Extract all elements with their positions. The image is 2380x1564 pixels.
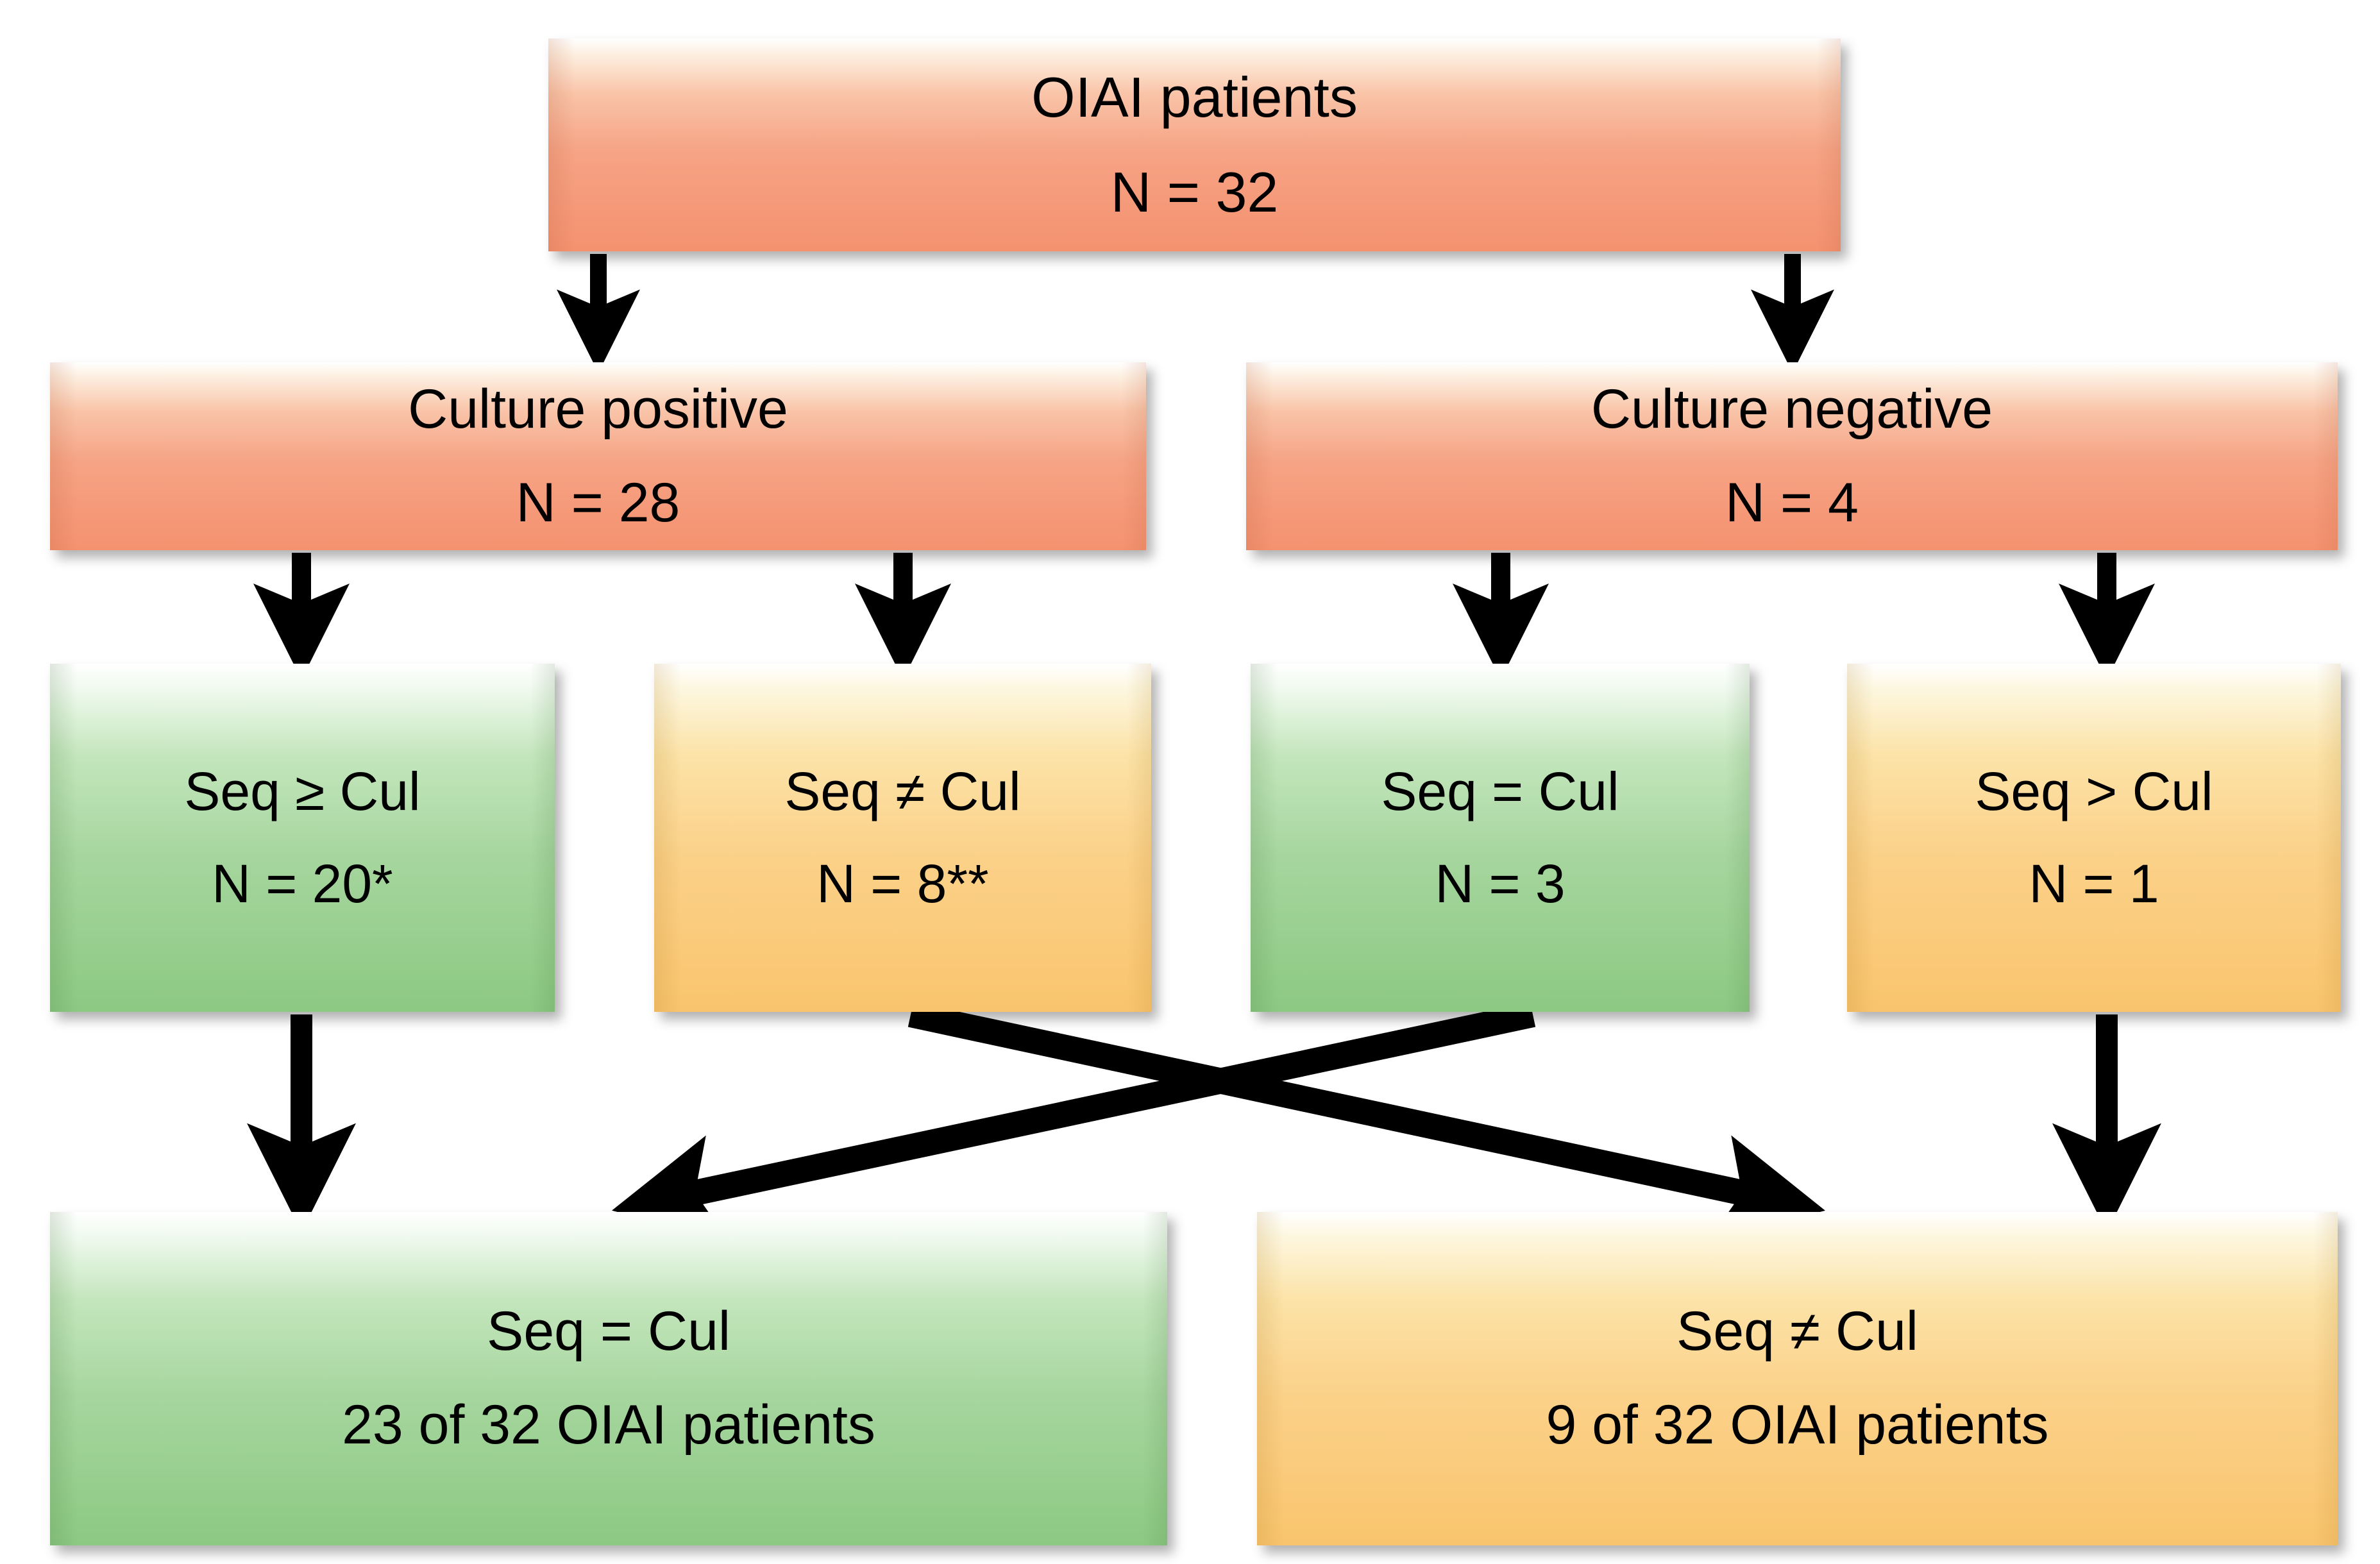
node-label: Culture negative — [1591, 378, 1993, 440]
node-label: Seq ≠ Cul — [1676, 1300, 1919, 1363]
node-count: N = 20* — [212, 853, 393, 914]
node-text: Seq > Cul N = 1 — [1847, 757, 2341, 918]
node-count: N = 4 — [1725, 471, 1859, 534]
node-summary-equal[interactable]: Seq = Cul 23 of 32 OIAI patients — [50, 1212, 1167, 1545]
node-bevel — [654, 664, 1151, 1012]
node-bevel — [50, 362, 1146, 550]
node-count: 9 of 32 OIAI patients — [1546, 1394, 2049, 1456]
node-face — [548, 38, 1841, 251]
node-seq-ne-cul-8[interactable]: Seq ≠ Cul N = 8** — [654, 664, 1151, 1012]
node-text: OIAI patients N = 32 — [548, 61, 1841, 230]
node-bevel — [50, 664, 555, 1012]
node-bevel — [1246, 362, 2338, 550]
node-summary-notequal[interactable]: Seq ≠ Cul 9 of 32 OIAI patients — [1257, 1212, 2338, 1545]
node-face — [1257, 1212, 2338, 1545]
node-bevel — [1847, 664, 2341, 1012]
node-label: Seq ≥ Cul — [184, 761, 421, 822]
node-seq-eq-cul-3[interactable]: Seq = Cul N = 3 — [1251, 664, 1750, 1012]
node-text: Seq = Cul 23 of 32 OIAI patients — [50, 1296, 1167, 1461]
node-face — [50, 1212, 1167, 1545]
edge-seq-eq-cul-to-summary-equal — [611, 1002, 1536, 1241]
node-text: Culture positive N = 28 — [50, 374, 1146, 539]
node-text: Seq ≥ Cul N = 20* — [50, 757, 555, 918]
node-label: Culture positive — [408, 378, 788, 440]
node-label: Seq = Cul — [1381, 761, 1619, 822]
node-root[interactable]: OIAI patients N = 32 — [548, 38, 1841, 251]
node-text: Culture negative N = 4 — [1246, 374, 2338, 539]
node-face — [654, 664, 1151, 1012]
node-face — [1847, 664, 2341, 1012]
node-bevel — [1251, 664, 1750, 1012]
node-culture-positive[interactable]: Culture positive N = 28 — [50, 362, 1146, 550]
node-seq-gt-cul-1[interactable]: Seq > Cul N = 1 — [1847, 664, 2341, 1012]
node-count: N = 1 — [2029, 853, 2159, 914]
node-count: N = 32 — [1110, 160, 1279, 224]
node-text: Seq ≠ Cul N = 8** — [654, 757, 1151, 918]
node-label: OIAI patients — [1031, 65, 1358, 129]
node-count: 23 of 32 OIAI patients — [342, 1394, 875, 1456]
node-label: Seq ≠ Cul — [784, 761, 1021, 822]
node-face — [1246, 362, 2338, 550]
node-label: Seq > Cul — [1975, 761, 2213, 822]
node-count: N = 3 — [1435, 853, 1566, 914]
node-bevel — [548, 38, 1841, 251]
node-text: Seq ≠ Cul 9 of 32 OIAI patients — [1257, 1296, 2338, 1461]
node-face — [1251, 664, 1750, 1012]
node-bevel — [1257, 1212, 2338, 1545]
node-culture-negative[interactable]: Culture negative N = 4 — [1246, 362, 2338, 550]
node-label: Seq = Cul — [486, 1300, 731, 1363]
node-seq-ge-cul[interactable]: Seq ≥ Cul N = 20* — [50, 664, 555, 1012]
node-face — [50, 362, 1146, 550]
node-face — [50, 664, 555, 1012]
node-count: N = 8** — [816, 853, 989, 914]
node-bevel — [50, 1212, 1167, 1545]
node-count: N = 28 — [516, 471, 680, 534]
edge-seq-ne-cul-to-summary-notequal — [907, 1002, 1825, 1241]
node-text: Seq = Cul N = 3 — [1251, 757, 1750, 918]
